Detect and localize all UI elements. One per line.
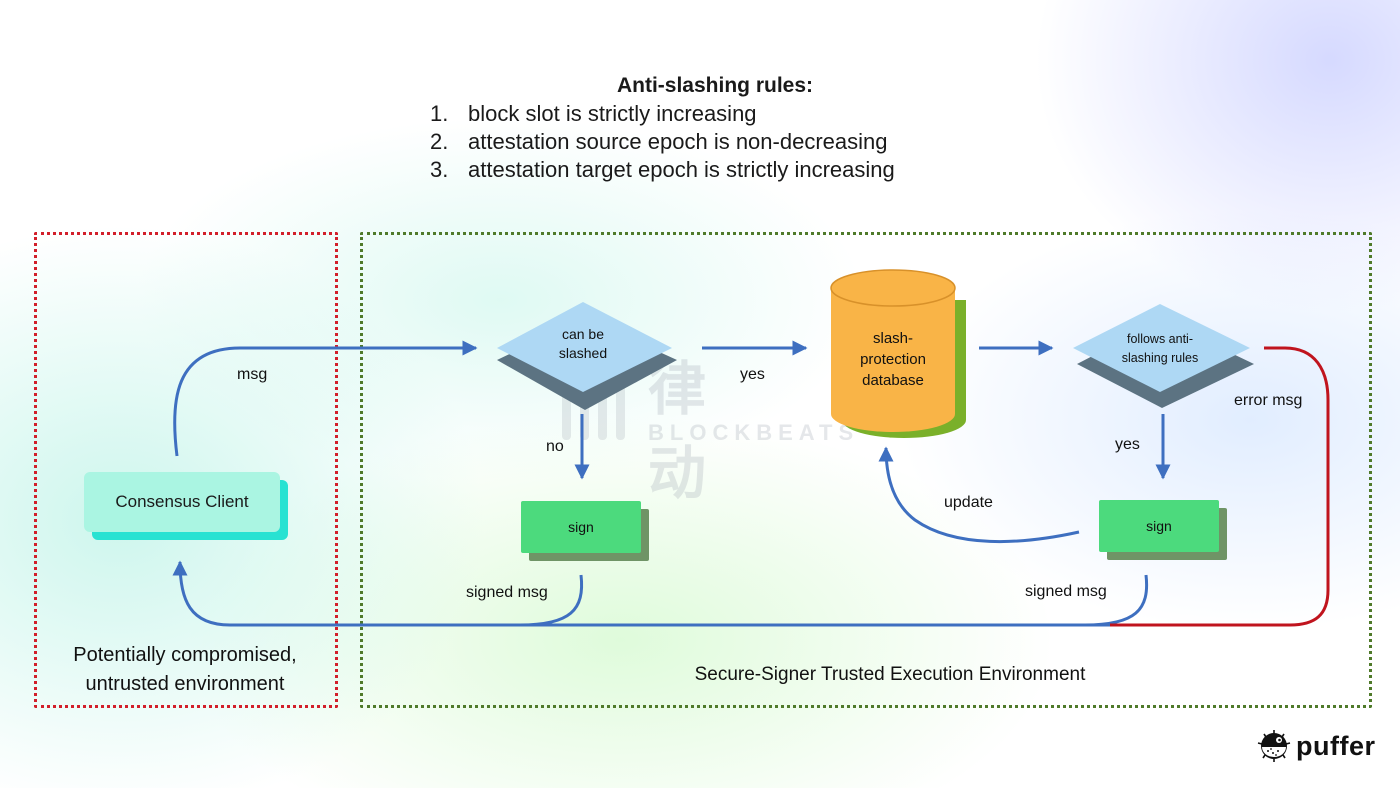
update-arrow bbox=[878, 446, 1080, 544]
signed-msg-right-label: signed msg bbox=[1025, 583, 1107, 600]
puffer-logo: puffer bbox=[1256, 729, 1376, 763]
yes-label-db: yes bbox=[740, 366, 765, 383]
yes-label-sign: yes bbox=[1115, 436, 1140, 453]
database-label: slash- protection database bbox=[860, 330, 926, 389]
msg-label: msg bbox=[237, 366, 268, 383]
no-label: no bbox=[546, 438, 564, 455]
logo-text: puffer bbox=[1296, 730, 1376, 761]
return-arrow-to-consensus bbox=[172, 560, 1110, 627]
msg-arrow bbox=[173, 340, 478, 457]
trusted-environment-zone bbox=[360, 232, 1372, 708]
slash-protection-database-shape bbox=[830, 269, 966, 438]
rule-item: 3.attestation target epoch is strictly i… bbox=[430, 157, 895, 182]
rules-list: 1.block slot is strictly increasing 2.at… bbox=[430, 100, 990, 184]
sign-node-right[interactable]: sign bbox=[1099, 500, 1219, 552]
watermark-cn: 律动 bbox=[648, 357, 713, 506]
error-msg-path bbox=[1110, 346, 1330, 627]
trusted-environment-label: Secure-Signer Trusted Execution Environm… bbox=[694, 664, 1086, 685]
pufferfish-icon bbox=[1257, 730, 1291, 762]
can-be-slashed-label: can be slashed bbox=[558, 326, 608, 361]
untrusted-environment-label: Potentially compromised, untrusted envir… bbox=[73, 644, 297, 695]
update-label: update bbox=[944, 494, 993, 511]
consensus-client-node[interactable]: Consensus Client bbox=[84, 472, 280, 532]
follows-rules-label: follows anti- slashing rules bbox=[1121, 332, 1199, 365]
follows-rules-diamond bbox=[1073, 304, 1250, 392]
anti-slashing-rules: Anti-slashing rules: 1.block slot is str… bbox=[430, 74, 990, 184]
rule-item: 1.block slot is strictly increasing bbox=[430, 101, 757, 126]
untrusted-environment-zone bbox=[34, 232, 338, 708]
signed-msg-left-label: signed msg bbox=[466, 584, 548, 601]
rule-item: 2.attestation source epoch is non-decrea… bbox=[430, 129, 888, 154]
watermark-en: BLOCKBEATS bbox=[648, 420, 860, 445]
can-be-slashed-diamond bbox=[497, 302, 672, 392]
rules-title: Anti-slashing rules: bbox=[616, 74, 814, 97]
error-msg-label: error msg bbox=[1234, 392, 1303, 409]
sign-node-left[interactable]: sign bbox=[521, 501, 641, 553]
